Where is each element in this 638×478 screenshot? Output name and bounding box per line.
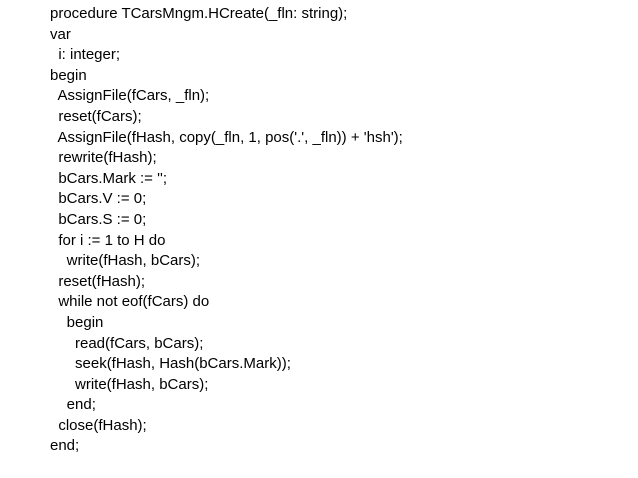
code-line: bCars.S := 0; [50,210,147,228]
code-line: AssignFile(fCars, _fln); [50,87,210,105]
code-line: reset(fHash); [50,272,146,290]
code-line: read(fCars, bCars); [50,334,204,352]
code-line: var [50,25,71,43]
code-line: reset(fCars); [50,107,142,125]
code-line: end; [50,437,80,455]
code-line: begin [50,66,87,84]
code-line: write(fHash, bCars); [50,252,201,270]
code-listing: procedure TCarsMngm.HCreate(_fln: string… [50,4,403,457]
code-line: close(fHash); [50,416,147,434]
code-line: end; [50,396,96,414]
code-line: begin [50,313,104,331]
code-line: procedure TCarsMngm.HCreate(_fln: string… [50,5,348,22]
code-line: AssignFile(fHash, copy(_fln, 1, pos('.',… [50,128,403,146]
code-line: rewrite(fHash); [50,149,157,167]
code-line: bCars.Mark := ''; [50,169,168,187]
code-line: i: integer; [50,46,121,64]
code-line: seek(fHash, Hash(bCars.Mark)); [50,355,291,373]
code-line: write(fHash, bCars); [50,375,209,393]
code-line: for i := 1 to H do [50,231,166,249]
code-line: bCars.V := 0; [50,190,147,208]
code-line: while not eof(fCars) do [50,293,210,311]
